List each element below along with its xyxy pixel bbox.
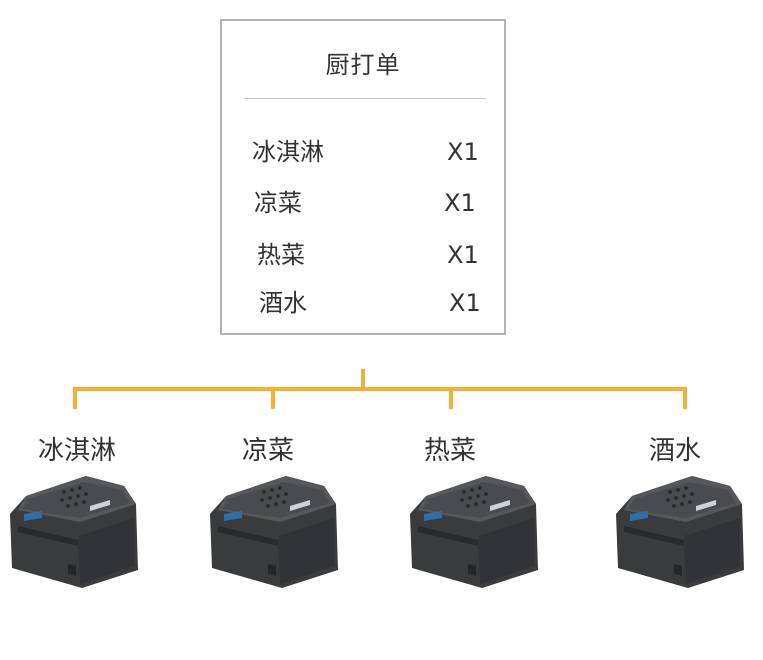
printer-label-cold-dish: 凉菜 xyxy=(241,436,294,466)
ticket-item-qty: X1 xyxy=(447,241,479,269)
printer-label-icecream: 冰淇淋 xyxy=(37,436,116,466)
ticket-row-cold-dish: 凉菜 X1 xyxy=(254,188,484,218)
ticket-row-hot-dish: 热菜 X1 xyxy=(257,240,487,270)
ticket-item-qty: X1 xyxy=(447,138,479,166)
printer-label-drinks: 酒水 xyxy=(648,436,701,466)
ticket-item-qty: X1 xyxy=(444,189,476,217)
printer-icon xyxy=(410,476,538,588)
connector-lines xyxy=(73,369,687,409)
printer-icon xyxy=(210,476,338,588)
ticket-item-name: 酒水 xyxy=(259,289,307,317)
printer-icon xyxy=(10,476,138,588)
ticket-item-name: 冰淇淋 xyxy=(252,138,324,166)
ticket-row-icecream: 冰淇淋 X1 xyxy=(252,137,482,167)
printer-label-hot-dish: 热菜 xyxy=(423,436,476,466)
ticket-row-drinks: 酒水 X1 xyxy=(259,288,489,318)
ticket-divider xyxy=(244,98,486,99)
kitchen-ticket: 厨打单 冰淇淋 X1 凉菜 X1 热菜 X1 酒水 X1 xyxy=(220,19,506,335)
ticket-item-name: 热菜 xyxy=(257,241,305,269)
ticket-title: 厨打单 xyxy=(325,51,401,79)
printer-icon xyxy=(616,476,744,588)
ticket-item-name: 凉菜 xyxy=(254,189,302,217)
ticket-item-qty: X1 xyxy=(449,289,481,317)
